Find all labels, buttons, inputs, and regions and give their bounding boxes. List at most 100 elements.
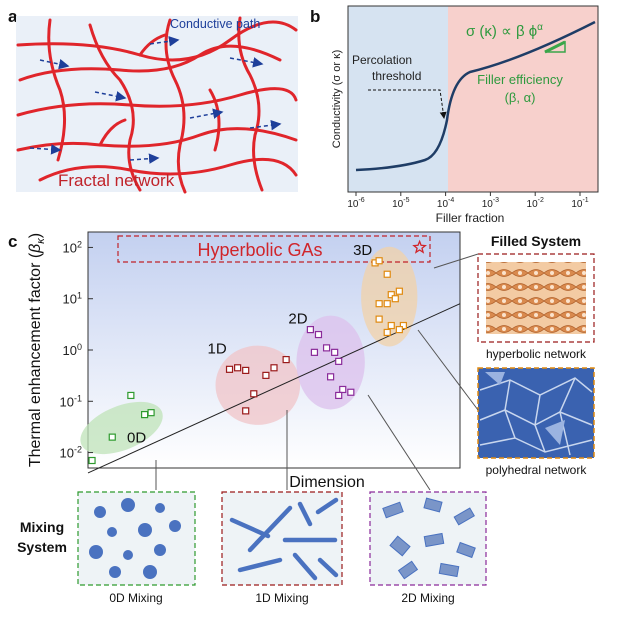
panel-b-label: b	[310, 7, 320, 26]
data-point-3d	[375, 257, 383, 265]
connector-polyhedral	[417, 329, 479, 411]
panel-b-x-ticks: 10-6 10-5 10-4 10-3 10-2 10-1	[347, 192, 589, 210]
data-point-3d	[383, 328, 391, 337]
data-point-2d	[322, 344, 331, 352]
connector-hyperbolic	[433, 253, 479, 269]
data-point-1d	[282, 355, 290, 364]
panel-b: b Percolation threshold σ (κ) ∝ β ϕα Fil…	[310, 5, 599, 225]
data-point-2d	[314, 330, 323, 339]
data-point-0d	[108, 433, 116, 441]
panel-b-region-below-threshold	[348, 6, 448, 192]
panel-b-x-tick-label: 10-2	[527, 197, 544, 210]
panel-c-y-tick-label: 101	[63, 291, 82, 307]
panel-c-label: c	[8, 232, 17, 251]
mixing-1d-label: 1D Mixing	[255, 591, 308, 605]
hyperbolic-star	[412, 239, 428, 254]
polyhedral-network-label: polyhedral network	[486, 463, 588, 477]
hyperbolic-box	[117, 235, 431, 263]
data-point-3d	[395, 325, 403, 334]
mixing-2d-flakes	[382, 497, 476, 580]
panel-c-x-axis-label: Dimension	[289, 474, 365, 491]
conductive-path-arrows	[29, 36, 282, 164]
mixing-1d-rods	[229, 497, 339, 581]
mixing-system-title-line2: System	[17, 539, 67, 555]
panel-c-points	[88, 239, 428, 465]
panel-a: a Conductive path Fractal n	[8, 7, 298, 194]
connector-2d	[367, 394, 431, 491]
panel-a-label: a	[8, 7, 18, 26]
panel-b-x-tick-label: 10-5	[392, 197, 409, 210]
panel-b-x-tick-label: 10-3	[482, 197, 499, 210]
panel-b-y-axis-label: Conductivity (σ or κ)	[331, 50, 343, 148]
data-point-3d	[399, 321, 407, 330]
percolation-label-line2: threshold	[372, 69, 421, 83]
data-point-0d	[147, 409, 155, 417]
data-point-1d	[250, 390, 258, 398]
panel-c-y-tick-label: 10-2	[60, 445, 82, 461]
mixing-0d-spheres	[89, 498, 181, 579]
panel-b-x-tick-label: 10-4	[437, 197, 454, 210]
data-point-0d	[141, 410, 149, 419]
conductive-path-label: Conductive path	[170, 17, 260, 31]
data-point-1d	[242, 366, 250, 375]
data-point-2d	[335, 357, 343, 365]
panel-c-y-tick-label: 100	[63, 342, 82, 358]
data-point-2d	[335, 391, 343, 400]
filled-system-title: Filled System	[491, 233, 581, 249]
hyperbolic-network-label: hyperbolic network	[486, 347, 587, 361]
data-point-2d	[331, 348, 339, 356]
panel-b-axes-frame	[347, 5, 599, 193]
panel-b-region-above-threshold	[448, 6, 598, 192]
polyhedral-facet	[485, 372, 505, 385]
data-point-2d	[310, 348, 319, 356]
data-point-3d	[391, 295, 399, 303]
efficiency-segment	[544, 40, 566, 54]
mixing-0d-frame	[77, 491, 196, 586]
percolation-label-line1: Percolation	[352, 53, 412, 67]
filler-efficiency-label-line1: Filler efficiency	[477, 72, 563, 87]
data-point-2d	[306, 325, 314, 334]
panel-c-y-axis-label: Thermal enhancement factor (βκ)	[27, 233, 47, 467]
data-point-2d	[347, 388, 355, 396]
data-point-1d	[225, 365, 234, 373]
data-point-0d	[127, 391, 135, 400]
panel-b-x-tick-label: 10-6	[347, 197, 364, 210]
mixing-system-title-line1: Mixing	[20, 519, 64, 535]
data-point-1d	[234, 364, 242, 372]
power-law-equation: σ (κ) ∝ β ϕα	[466, 22, 543, 40]
panel-c: c Hyperbolic GAs Thermal enhancement fac…	[8, 231, 595, 605]
panel-c-y-tick-label: 102	[63, 239, 82, 255]
data-point-1d	[262, 371, 270, 379]
data-point-3d	[383, 300, 391, 308]
data-point-3d	[383, 270, 391, 278]
mixing-0d-label: 0D Mixing	[109, 591, 162, 605]
data-point-2d	[339, 385, 347, 394]
mixing-2d-label: 2D Mixing	[401, 591, 454, 605]
group-label-2d: 2D	[288, 311, 307, 328]
fractal-network-lines	[16, 16, 298, 194]
group-label-0d: 0D	[127, 430, 146, 447]
group-label-3d: 3D	[353, 242, 372, 259]
data-point-3d	[375, 315, 383, 323]
data-point-3d	[375, 300, 383, 308]
data-point-1d	[242, 407, 250, 415]
polyhedral-facet	[545, 420, 565, 445]
panel-b-x-axis-label: Filler fraction	[436, 211, 505, 225]
data-point-2d	[327, 373, 335, 381]
percolation-arrow	[368, 89, 447, 119]
data-point-3d	[395, 287, 403, 295]
data-point-3d	[387, 291, 395, 299]
panel-c-y-ticks: 102 101 100 10-1 10-2	[60, 239, 93, 461]
filler-efficiency-label-line2: (β, α)	[505, 90, 536, 105]
fractal-network-label: Fractal network	[58, 171, 175, 190]
data-point-0d	[88, 456, 96, 465]
panel-b-x-tick-label: 10-1	[571, 197, 588, 210]
panel-c-y-tick-label: 10-1	[60, 393, 82, 409]
data-point-1d	[270, 364, 278, 372]
hyperbolic-network-image	[486, 262, 586, 334]
polyhedral-network-image	[479, 377, 593, 456]
data-point-3d	[387, 321, 395, 330]
conductivity-curve	[355, 20, 596, 172]
